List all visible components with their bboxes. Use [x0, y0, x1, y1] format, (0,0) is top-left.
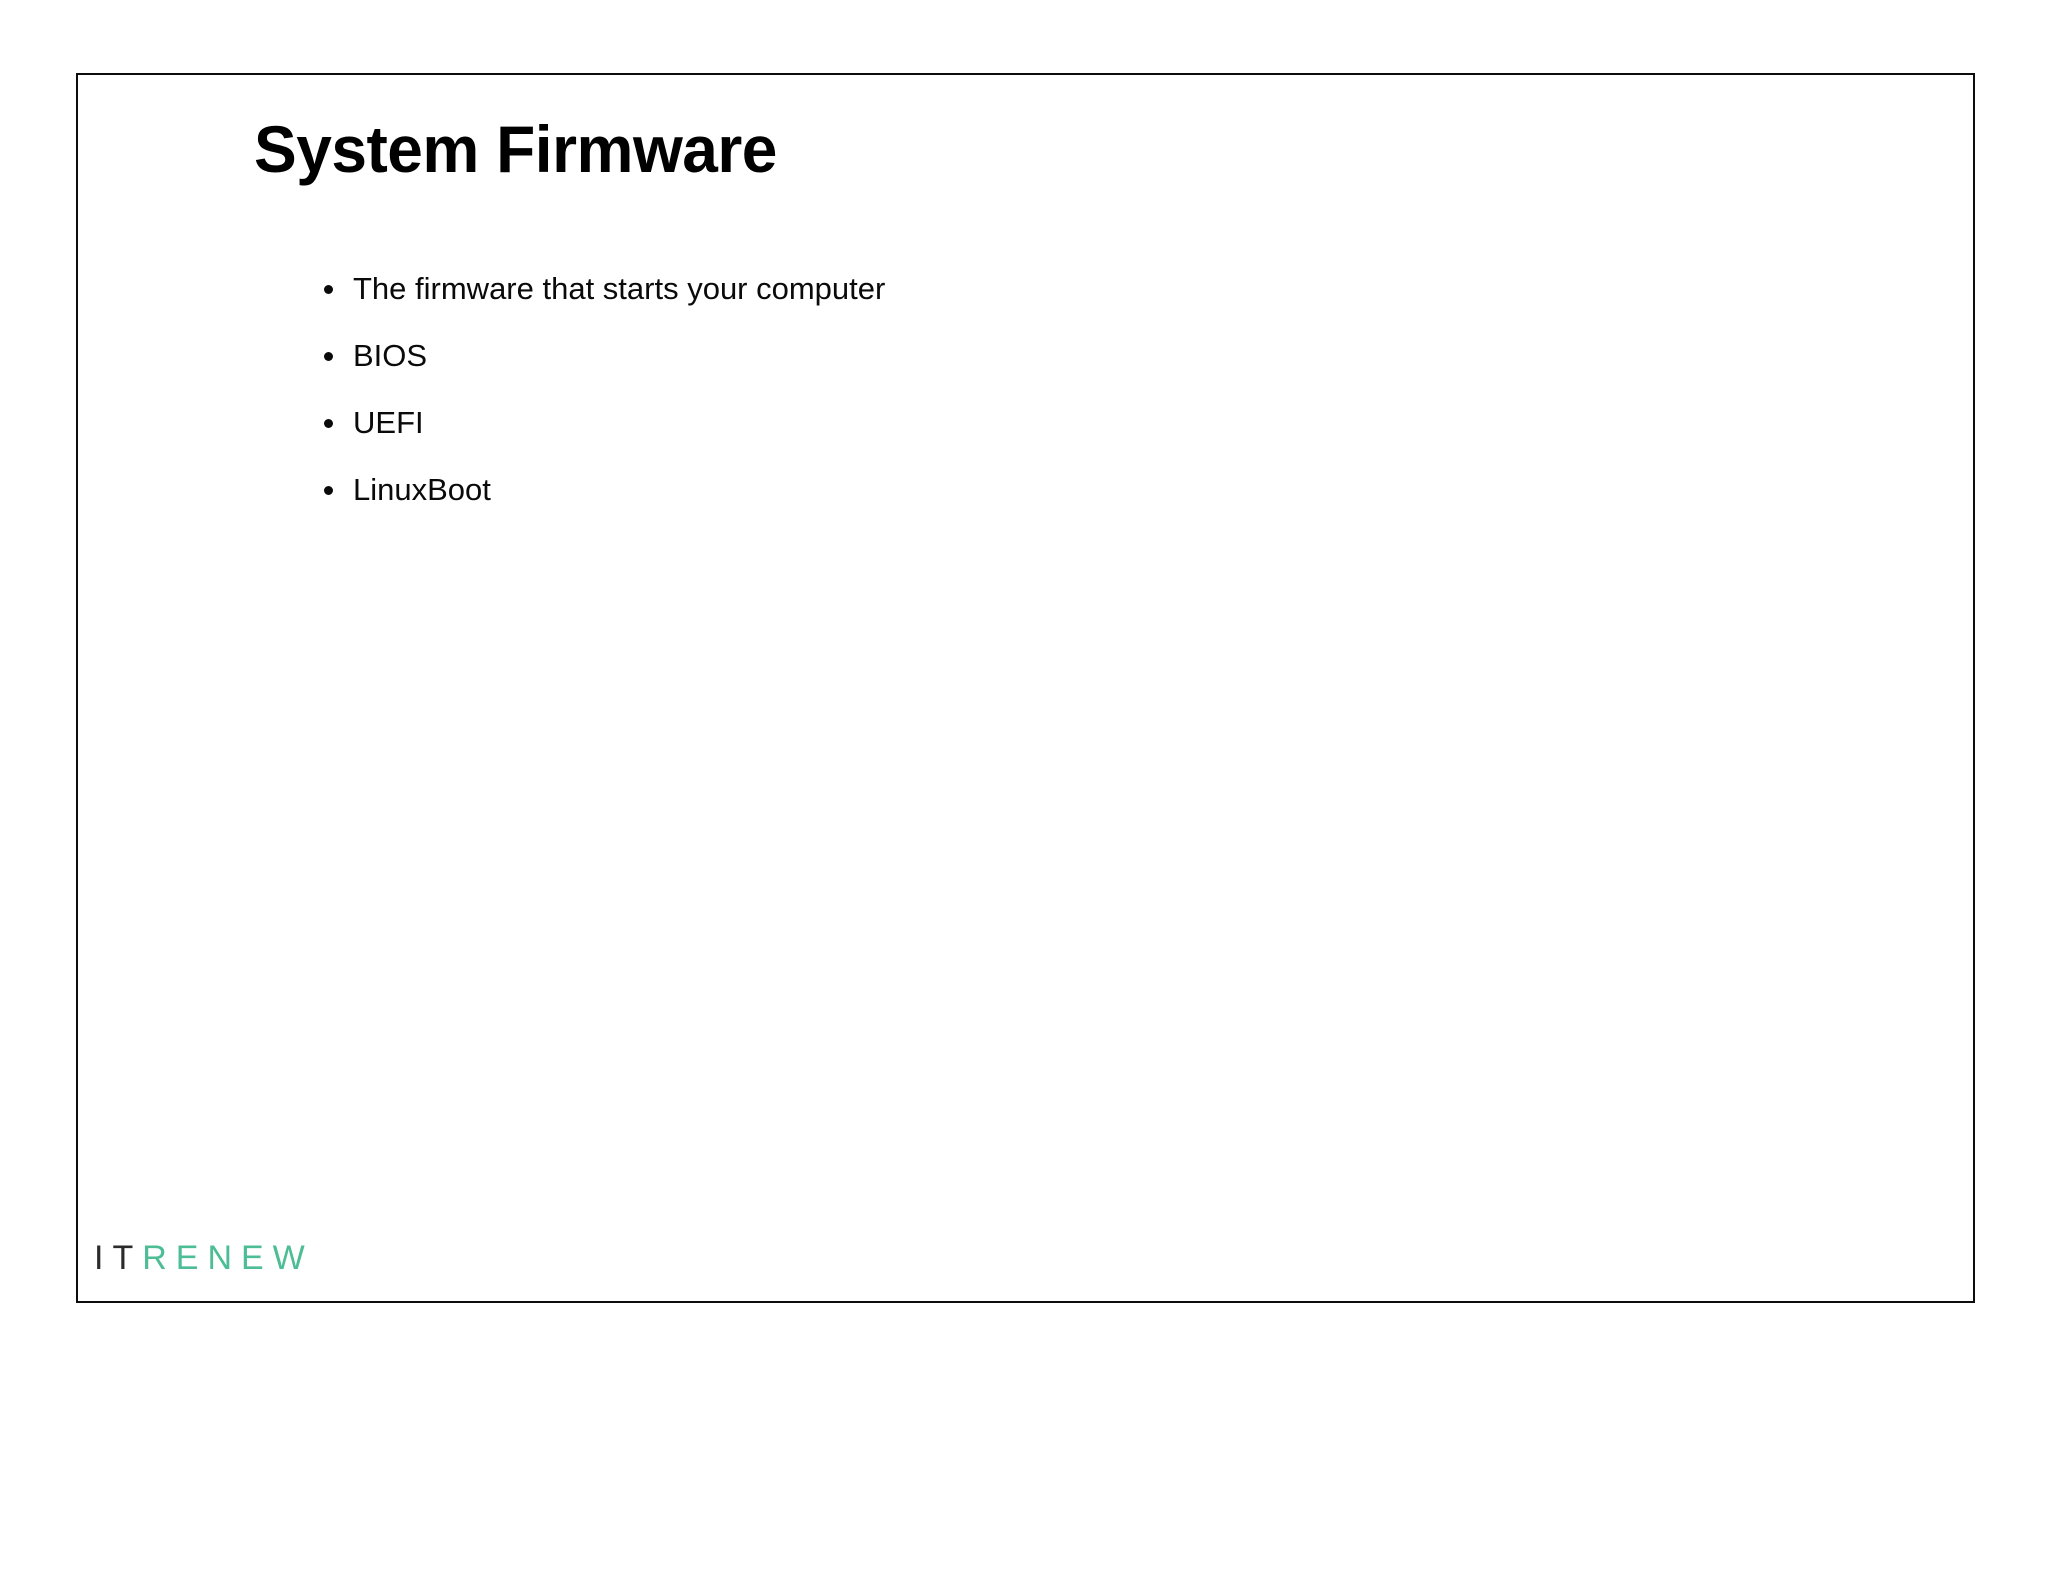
bullet-disc-icon — [324, 419, 333, 428]
bullet-disc-icon — [324, 352, 333, 361]
page-title: System Firmware — [254, 112, 777, 186]
list-item-label: BIOS — [353, 338, 428, 373]
bullet-list: The firmware that starts your computer B… — [316, 273, 1816, 505]
logo-text-renew: RENEW — [142, 1239, 314, 1277]
list-item-label: The firmware that starts your computer — [353, 271, 886, 306]
list-item-label: LinuxBoot — [353, 472, 491, 507]
itrenew-logo: ITRENEW — [94, 1241, 314, 1275]
list-item-label: UEFI — [353, 405, 424, 440]
logo-text-it: IT — [94, 1239, 143, 1277]
bullet-disc-icon — [324, 285, 333, 294]
bullet-disc-icon — [324, 486, 333, 495]
slide-frame: System Firmware The firmware that starts… — [76, 73, 1975, 1303]
list-item: UEFI — [316, 407, 1816, 438]
list-item: The firmware that starts your computer — [316, 273, 1816, 304]
list-item: LinuxBoot — [316, 474, 1816, 505]
list-item: BIOS — [316, 340, 1816, 371]
